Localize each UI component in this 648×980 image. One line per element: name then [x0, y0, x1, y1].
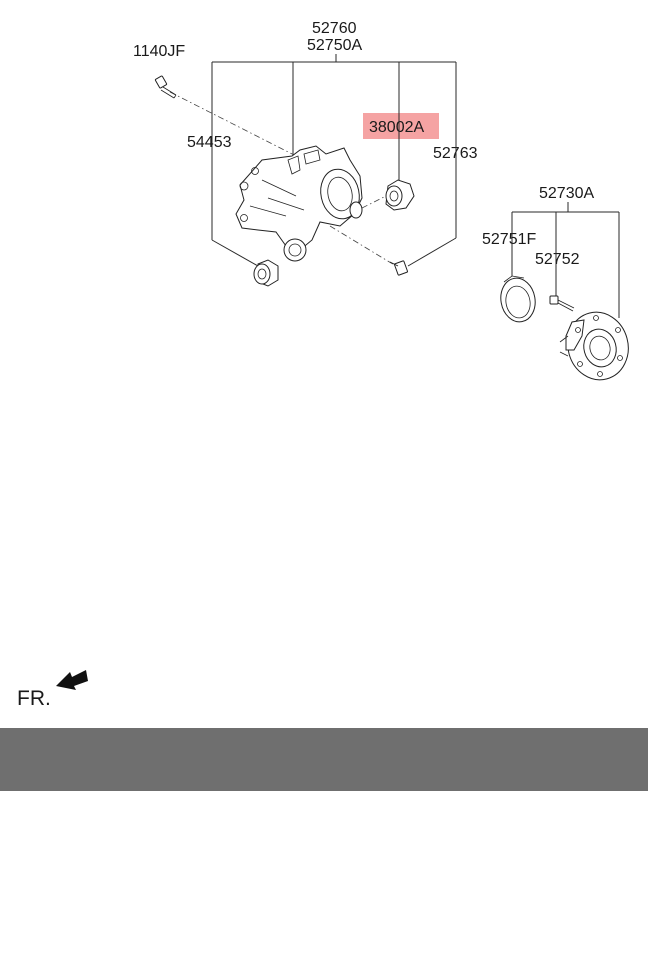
footer-part-number: hyundai - 55130B1000 [122, 810, 344, 835]
label-52760: 52760 [312, 20, 357, 37]
label-54453: 54453 [187, 134, 232, 151]
label-52751f: 52751F [482, 231, 536, 248]
footer-reference: N - 38002A [401, 873, 513, 898]
front-label: FR. [17, 687, 51, 710]
hub-assembly-52730a [559, 311, 629, 381]
label-1140jf: 1140JF [133, 43, 185, 60]
parts-diagram: 1140JF 52760 52750A 54453 38002A 52763 5… [17, 20, 629, 710]
knuckle-52750a [235, 145, 363, 262]
footer-bar: hyundai - 55130B1000 N - 38002A [0, 728, 648, 898]
footer-text: hyundai - 55130B1000 N - 38002A [0, 728, 648, 898]
front-direction-indicator: FR. [17, 670, 88, 710]
label-38002a: 38002A [369, 119, 424, 136]
dust-cap-52751f [500, 275, 536, 323]
bushing-38002a [385, 179, 415, 211]
front-arrow-icon [56, 670, 88, 690]
leader-lines-52750a [211, 54, 457, 267]
highlight-box-38002a [363, 113, 439, 139]
label-52763: 52763 [433, 145, 478, 162]
bushing-54453 [253, 259, 279, 287]
bolt-1140jf [154, 75, 177, 99]
leader-lines-52730a [511, 202, 620, 318]
label-52730a: 52730A [539, 185, 594, 202]
label-52752: 52752 [535, 251, 580, 268]
label-52750a: 52750A [307, 37, 362, 54]
bolt-52763 [389, 260, 408, 276]
hub-bolt-52752 [549, 295, 575, 312]
